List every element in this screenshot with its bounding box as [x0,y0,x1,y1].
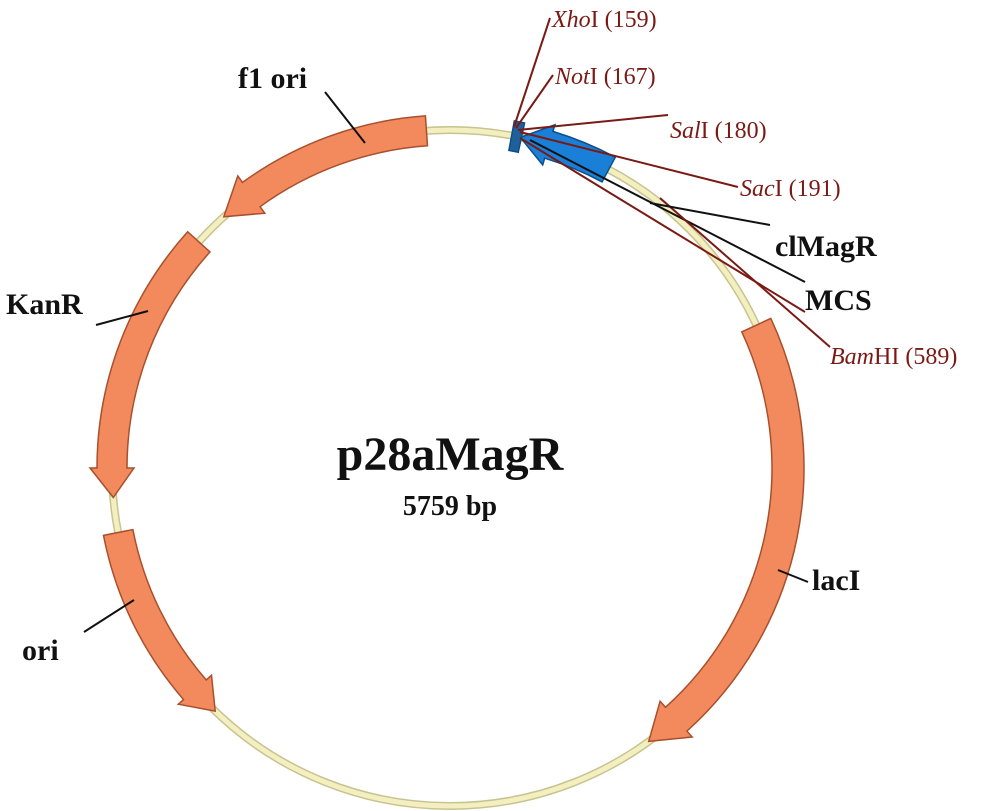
kanr-label: KanR [6,288,83,321]
saci-pos: (191) [789,176,841,202]
bamhi-leader-dark [649,202,771,226]
clmagr-label: clMagR [775,230,877,263]
plasmid-size: 5759 bp [403,491,497,522]
saci-suffix: I [775,176,783,202]
xhoi-leader [513,17,551,128]
noti-name: Not [554,64,591,90]
laci-label: lacI [812,564,860,597]
laci-leader [777,569,809,583]
xhoi-site-label: XhoI(159) [551,7,657,33]
noti-leader [515,74,554,129]
noti-pos: (167) [604,64,656,90]
clmagr-leader [529,139,806,283]
mcs-label: MCS [805,284,872,317]
xhoi-pos: (159) [605,7,657,33]
noti-suffix: I [590,64,598,90]
sali-name: Sal [670,118,701,144]
plasmid-name: p28aMagR [337,428,565,481]
sali-pos: (180) [715,118,767,144]
bamhi-suffix: HI [874,344,899,370]
ori-leader [83,599,135,633]
noti-site-label: NotI(167) [554,64,656,90]
bamhi-name: Bam [830,344,874,370]
sali-leader [517,114,669,131]
bamhi-site-label: BamHI(589) [830,344,957,370]
laci-arrow [647,317,805,743]
kanr-leader [95,310,149,326]
ori-label: ori [22,634,59,667]
f1-ori-arrow [222,115,429,218]
ori-arrow [102,528,217,713]
xhoi-suffix: I [591,7,599,33]
sali-site-label: SalI(180) [670,118,767,144]
f1-ori-leader [324,91,366,144]
kanr-arrow [88,230,212,499]
sali-suffix: I [701,118,709,144]
saci-leader [519,131,739,188]
saci-name: Sac [740,176,775,202]
bamhi-leader [659,197,831,348]
bamhi-pos: (589) [905,344,957,370]
f1-ori-label: f1 ori [238,62,307,95]
mcs-leader [519,137,806,313]
saci-site-label: SacI(191) [740,176,841,202]
xhoi-name: Xho [551,7,591,33]
